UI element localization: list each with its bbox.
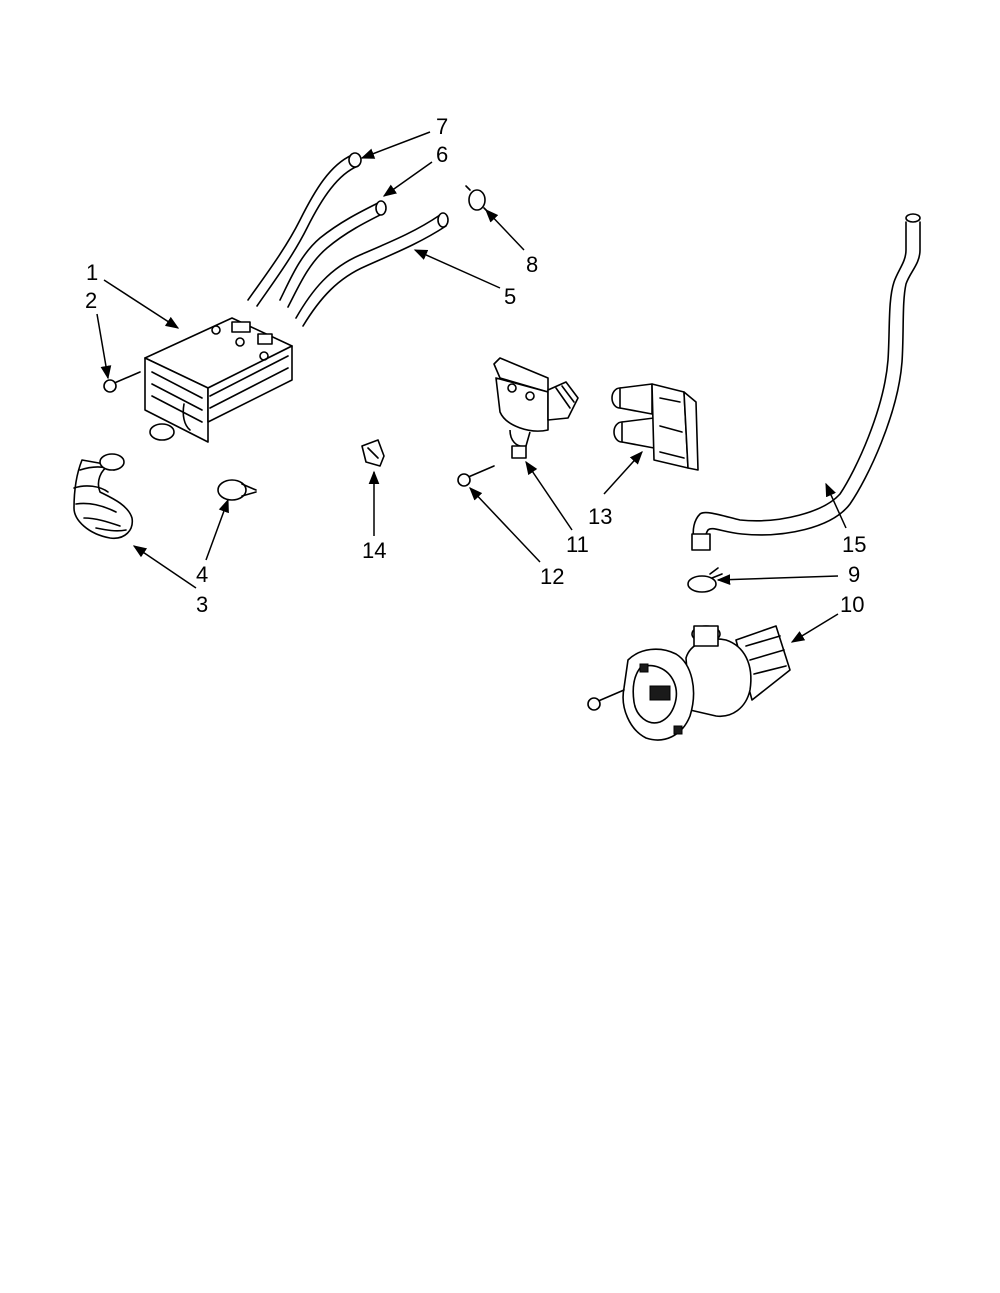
callout-14: 14 [362, 538, 386, 563]
screw-12 [457, 465, 495, 487]
hose-7 [247, 152, 362, 307]
hose-15 [691, 213, 921, 551]
callout-11: 11 [566, 532, 589, 557]
clamp-9 [687, 567, 723, 593]
valve-13 [611, 383, 699, 471]
callout-15: 15 [842, 532, 866, 557]
callout-labels: 1 2 3 4 5 6 7 8 9 10 11 12 13 14 15 [85, 114, 866, 617]
clamp-8 [465, 185, 489, 213]
callout-3: 3 [196, 592, 208, 617]
callout-7: 7 [436, 114, 448, 139]
hose-6 [279, 200, 387, 308]
callout-2: 2 [85, 288, 97, 313]
screw-2 [103, 371, 141, 393]
callout-5: 5 [504, 284, 516, 309]
callout-9: 9 [848, 562, 860, 587]
valve-11 [493, 357, 579, 459]
pump-screw [587, 689, 625, 711]
callout-6: 6 [436, 142, 448, 167]
leader-lines [96, 131, 847, 643]
callout-13: 13 [588, 504, 612, 529]
callout-1: 1 [86, 260, 98, 285]
dispenser-assembly [144, 317, 293, 443]
callout-12: 12 [540, 564, 564, 589]
callout-10: 10 [840, 592, 864, 617]
pump-10 [622, 625, 791, 741]
hose-5 [295, 212, 449, 327]
clip-14 [361, 439, 385, 467]
callout-8: 8 [526, 252, 538, 277]
hose-3 [73, 453, 134, 540]
clamp-4 [217, 479, 257, 501]
callout-4: 4 [196, 562, 208, 587]
